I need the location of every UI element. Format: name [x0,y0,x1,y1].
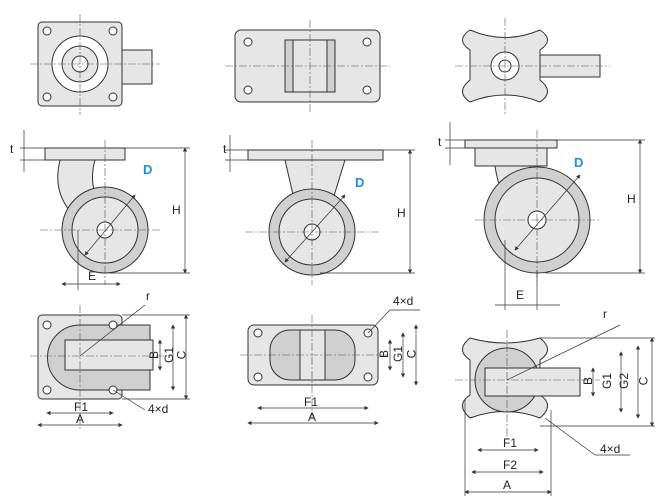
rigid-top-view [225,20,390,112]
label-4xd: 4×d [393,294,414,308]
label-F1: F1 [74,400,89,414]
label-t: t [10,142,14,156]
label-H: H [397,206,406,220]
label-B: B [147,350,162,360]
label-C: C [404,349,419,359]
label-D: D [574,155,584,170]
label-G1: G1 [600,372,615,390]
label-4xd: 4×d [148,402,169,416]
label-D: D [143,162,153,177]
label-C: C [636,376,651,386]
label-t: t [223,142,227,156]
label-G1: G1 [391,345,406,363]
label-G1: G1 [162,346,177,364]
label-A: A [308,410,317,424]
rigid-side-view [225,135,415,285]
label-H: H [172,203,181,217]
label-t: t [438,135,442,149]
label-F1: F1 [304,395,319,409]
rigid-bottom-view [240,309,420,426]
brake-side-view [445,122,645,310]
label-r: r [146,289,150,303]
label-E: E [88,269,97,283]
label-r: r [603,307,607,321]
label-F1: F1 [503,436,518,450]
label-F2: F2 [503,458,518,472]
label-C: C [174,350,189,360]
swivel-top-view [30,14,160,115]
label-D: D [355,175,365,190]
label-G2: G2 [617,372,632,390]
label-H: H [627,192,636,206]
label-4xd: 4×d [600,442,621,456]
swivel-bottom-view [30,304,190,430]
label-E: E [516,288,525,302]
label-B: B [377,349,392,359]
label-A: A [76,412,85,426]
brake-bottom-view [455,324,655,496]
label-A: A [503,478,512,492]
brake-top-view [455,18,610,115]
swivel-side-view [20,130,190,290]
label-B: B [581,376,596,386]
